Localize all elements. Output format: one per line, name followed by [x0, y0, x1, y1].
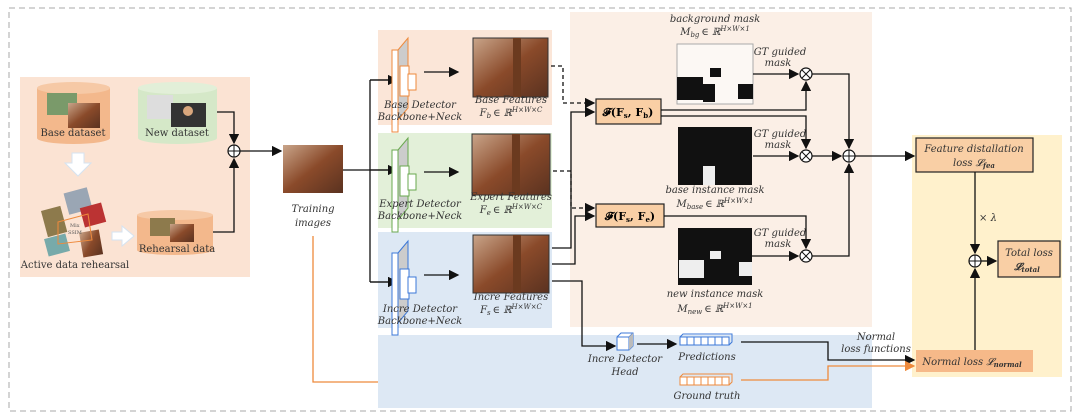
feature-map-image [472, 234, 550, 294]
base-instance-mask [678, 127, 752, 185]
training-label-1: Training [291, 204, 334, 215]
active-rehearsal-label: Active data rehearsal [20, 260, 129, 271]
detector-sub: Backbone+Neck [377, 316, 462, 327]
background-mask [676, 43, 754, 105]
mask-symbol: Mnew∈ ℝH×W×1 [676, 302, 752, 316]
feature-map-image [472, 37, 549, 98]
backbone-layer-icon [391, 49, 399, 133]
oplus-merge-icon [227, 144, 241, 158]
ground-truth-bar-icon [679, 373, 733, 386]
mask-title: base instance mask [665, 185, 764, 196]
feature-name: Expert Features [469, 192, 552, 203]
active-rehearsal-images: Mix SSIM [40, 187, 107, 258]
detector-name: Incre Detector [382, 304, 458, 315]
ground-truth-label: Ground truth [674, 391, 741, 402]
otimes-multiply-icon [799, 67, 813, 81]
predictions-label: Predictions [677, 352, 735, 363]
detector-sub: Backbone+Neck [377, 211, 462, 222]
mask-symbol: Mbg∈ ℝH×W×1 [679, 25, 750, 39]
backbone-layer-icon [391, 252, 399, 336]
oplus-total-icon [968, 254, 982, 268]
detector-head-cube-icon [616, 332, 634, 351]
gt-guided-label: GT guided [754, 129, 807, 140]
gt-guided-label: GT guided [754, 47, 807, 58]
gt-mask-label: mask [765, 239, 792, 250]
feature-symbol: Fe∈ ℝH×W×C [479, 203, 543, 217]
new-dataset-cylinder: New dataset [138, 82, 217, 144]
head-label-1: Incre Detector [587, 354, 663, 365]
ssim-label: SSIM [68, 230, 82, 236]
backbone-layer-icon [391, 149, 399, 233]
base-dataset-label: Base dataset [41, 128, 106, 139]
gt-guided-label: GT guided [754, 228, 807, 239]
normal-loss-box: Normal loss 𝓛normal [916, 350, 1033, 372]
distill-fe-box: 𝓕(Fs, Fe) [595, 203, 665, 228]
mask-title: background mask [670, 14, 760, 25]
training-label-2: images [295, 218, 331, 229]
gt-mask-label: mask [765, 140, 792, 151]
svg-text:𝓕(Fs, Fe): 𝓕(Fs, Fe) [604, 210, 655, 224]
rehearsal-data-label: Rehearsal data [139, 244, 215, 255]
predictions-bar-icon [679, 333, 733, 346]
feature-symbol: Fs∈ ℝH×W×C [479, 303, 542, 317]
mask-title: new instance mask [667, 289, 764, 300]
svg-text:Normal loss 𝓛normal: Normal loss 𝓛normal [921, 357, 1022, 369]
detector-sub: Backbone+Neck [377, 112, 462, 123]
svg-text:Feature distallation: Feature distallation [923, 144, 1023, 155]
outer-frame [8, 7, 1072, 412]
mix-label: Mix [70, 223, 80, 229]
down-arrow-icon [63, 152, 93, 177]
normal-fn-label-1: Normal [856, 332, 895, 343]
otimes-multiply-icon [799, 249, 813, 263]
gt-mask-label: mask [765, 58, 792, 69]
training-image [283, 145, 343, 193]
mask-symbol: Mbase∈ ℝH×W×1 [675, 197, 753, 211]
detector-name: Base Detector [383, 100, 457, 111]
detector-name: Expert Detector [378, 199, 462, 210]
feature-name: Incre Features [473, 292, 548, 303]
lambda-label: × λ [979, 213, 997, 224]
feature-map-image [471, 133, 551, 196]
head-label-2: Head [610, 367, 638, 378]
oplus-sum-icon [842, 149, 856, 163]
rehearsal-data-cylinder: Rehearsal data [137, 210, 215, 255]
new-dataset-label: New dataset [145, 128, 209, 139]
new-instance-mask [678, 228, 752, 285]
base-dataset-cylinder: Base dataset [37, 82, 110, 144]
svg-text:𝓕(Fs, Fb): 𝓕(Fs, Fb) [602, 106, 654, 120]
total-loss-box: Total loss 𝓛total [997, 240, 1061, 278]
svg-text:𝓛total: 𝓛total [1013, 262, 1040, 274]
svg-text:Total loss: Total loss [1005, 248, 1053, 259]
distill-fb-box: 𝓕(Fs, Fb) [595, 98, 662, 125]
feature-symbol: Fb∈ ℝH×W×C [479, 106, 543, 120]
feature-name: Base Features [474, 95, 547, 106]
right-arrow-icon [111, 224, 135, 248]
normal-fn-label-2: loss functions [841, 344, 911, 355]
svg-text:loss 𝓛fea: loss 𝓛fea [953, 158, 995, 170]
feature-distillation-loss-box: Feature distallation loss 𝓛fea [915, 137, 1034, 173]
otimes-multiply-icon [799, 149, 813, 163]
